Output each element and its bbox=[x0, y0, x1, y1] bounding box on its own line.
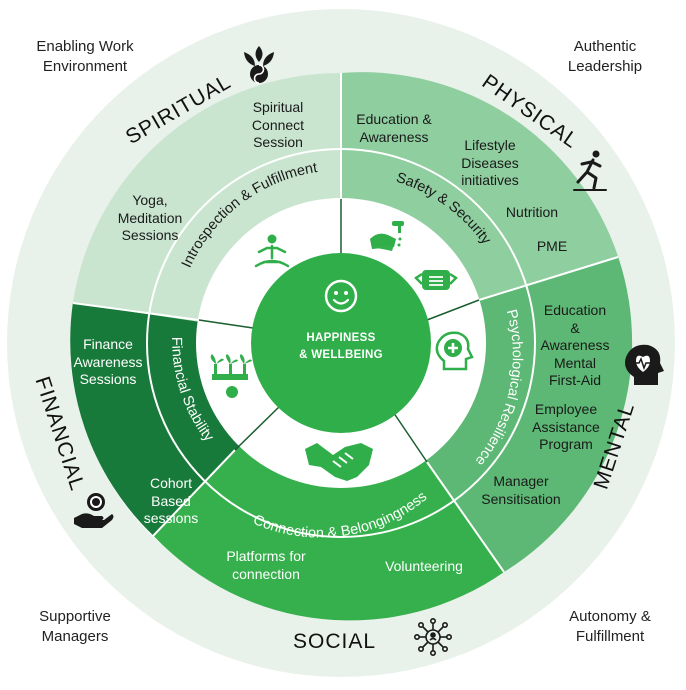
initiative-education-physical: Education & Awareness bbox=[344, 111, 444, 146]
network-icon bbox=[413, 617, 453, 657]
initiative-line: PME bbox=[536, 238, 568, 254]
center-circle bbox=[251, 253, 431, 433]
plants-icon bbox=[210, 354, 252, 398]
initiative-line: Sensitisation bbox=[481, 490, 561, 507]
initiative-line: & bbox=[570, 319, 580, 336]
initiative-line: sessions bbox=[143, 510, 199, 526]
corner-line: Enabling Work bbox=[36, 38, 134, 55]
initiative-pme: PME bbox=[522, 238, 582, 256]
initiative-line: Program bbox=[539, 436, 593, 452]
initiative-line: Education & bbox=[356, 111, 432, 127]
corner-top-right: Authentic Leadership bbox=[540, 37, 670, 78]
initiative-finance-awareness: Finance Awareness Sessions bbox=[66, 336, 150, 389]
initiative-line: Finance bbox=[83, 336, 133, 352]
initiative-volunteering: Volunteering bbox=[372, 558, 476, 576]
initiative-line: Meditation bbox=[117, 209, 183, 226]
initiative-line: Sessions bbox=[79, 371, 137, 387]
initiative-line: Awareness bbox=[359, 128, 429, 145]
initiative-line: Awareness bbox=[73, 353, 143, 370]
initiative-line: Employee bbox=[534, 401, 598, 417]
corner-top-left: Enabling Work Environment bbox=[20, 37, 150, 78]
initiative-eap: Employee Assistance Program bbox=[518, 401, 614, 454]
initiative-line: Spiritual bbox=[252, 99, 304, 115]
initiative-platforms: Platforms for connection bbox=[208, 548, 324, 583]
initiative-manager-sensitisation: Manager Sensitisation bbox=[472, 473, 570, 508]
initiative-nutrition: Nutrition bbox=[492, 204, 572, 222]
dimension-social: SOCIAL bbox=[293, 630, 377, 653]
smile-icon bbox=[324, 279, 358, 313]
corner-bottom-left: Supportive Managers bbox=[10, 607, 140, 648]
center-title-line2: & WELLBEING bbox=[299, 349, 383, 362]
initiative-line: Based bbox=[151, 492, 191, 509]
initiative-line: Connect bbox=[251, 116, 305, 133]
center-title-line1: HAPPINESS bbox=[306, 332, 376, 344]
initiative-line: Volunteering bbox=[385, 558, 463, 574]
initiative-line: connection bbox=[232, 565, 300, 582]
meditation-icon bbox=[254, 234, 290, 268]
initiative-mental-first-aid: Education & Awareness Mental First-Aid bbox=[528, 302, 622, 390]
initiative-spiritual-connect: Spiritual Connect Session bbox=[226, 99, 330, 152]
corner-line: Managers bbox=[41, 628, 109, 646]
initiative-line: Nutrition bbox=[505, 204, 559, 220]
initiative-line: First-Aid bbox=[548, 372, 602, 388]
money-hand-icon bbox=[74, 493, 114, 528]
initiative-lifestyle: Lifestyle Diseases initiatives bbox=[440, 137, 540, 190]
mask-icon bbox=[414, 270, 458, 290]
initiative-line: Diseases bbox=[461, 154, 519, 171]
center-title: HAPPINESS & WELLBEING bbox=[281, 330, 401, 365]
runner-icon bbox=[573, 150, 607, 191]
corner-line: Autonomy & bbox=[569, 608, 651, 625]
initiative-line: initiatives bbox=[461, 172, 519, 188]
initiative-cohort: Cohort Based sessions bbox=[136, 475, 206, 528]
corner-bottom-right: Autonomy & Fulfillment bbox=[540, 607, 680, 648]
head-heart-icon bbox=[625, 344, 664, 385]
corner-line: Environment bbox=[42, 58, 128, 76]
initiative-line: Assistance bbox=[532, 418, 600, 435]
handshake-icon bbox=[305, 443, 373, 481]
initiative-line: Education bbox=[543, 302, 607, 318]
initiative-yoga: Yoga, Meditation Sessions bbox=[100, 192, 200, 245]
initiative-line: Mental bbox=[553, 354, 597, 371]
initiative-line: Cohort bbox=[149, 475, 193, 491]
corner-line: Leadership bbox=[567, 58, 643, 76]
corner-line: Fulfillment bbox=[575, 628, 645, 646]
initiative-line: Sessions bbox=[121, 227, 179, 243]
lotus-icon bbox=[244, 46, 274, 84]
corner-line: Authentic bbox=[573, 38, 637, 55]
initiative-line: Manager bbox=[493, 473, 549, 489]
corner-line: Supportive bbox=[39, 608, 111, 625]
mind-icon bbox=[435, 331, 474, 371]
initiative-line: Lifestyle bbox=[464, 137, 516, 153]
handwash-icon bbox=[370, 221, 404, 251]
initiative-line: Awareness bbox=[540, 337, 610, 353]
initiative-line: Yoga, bbox=[132, 192, 168, 208]
initiative-line: Session bbox=[253, 134, 303, 150]
initiative-line: Platforms for bbox=[226, 548, 306, 564]
